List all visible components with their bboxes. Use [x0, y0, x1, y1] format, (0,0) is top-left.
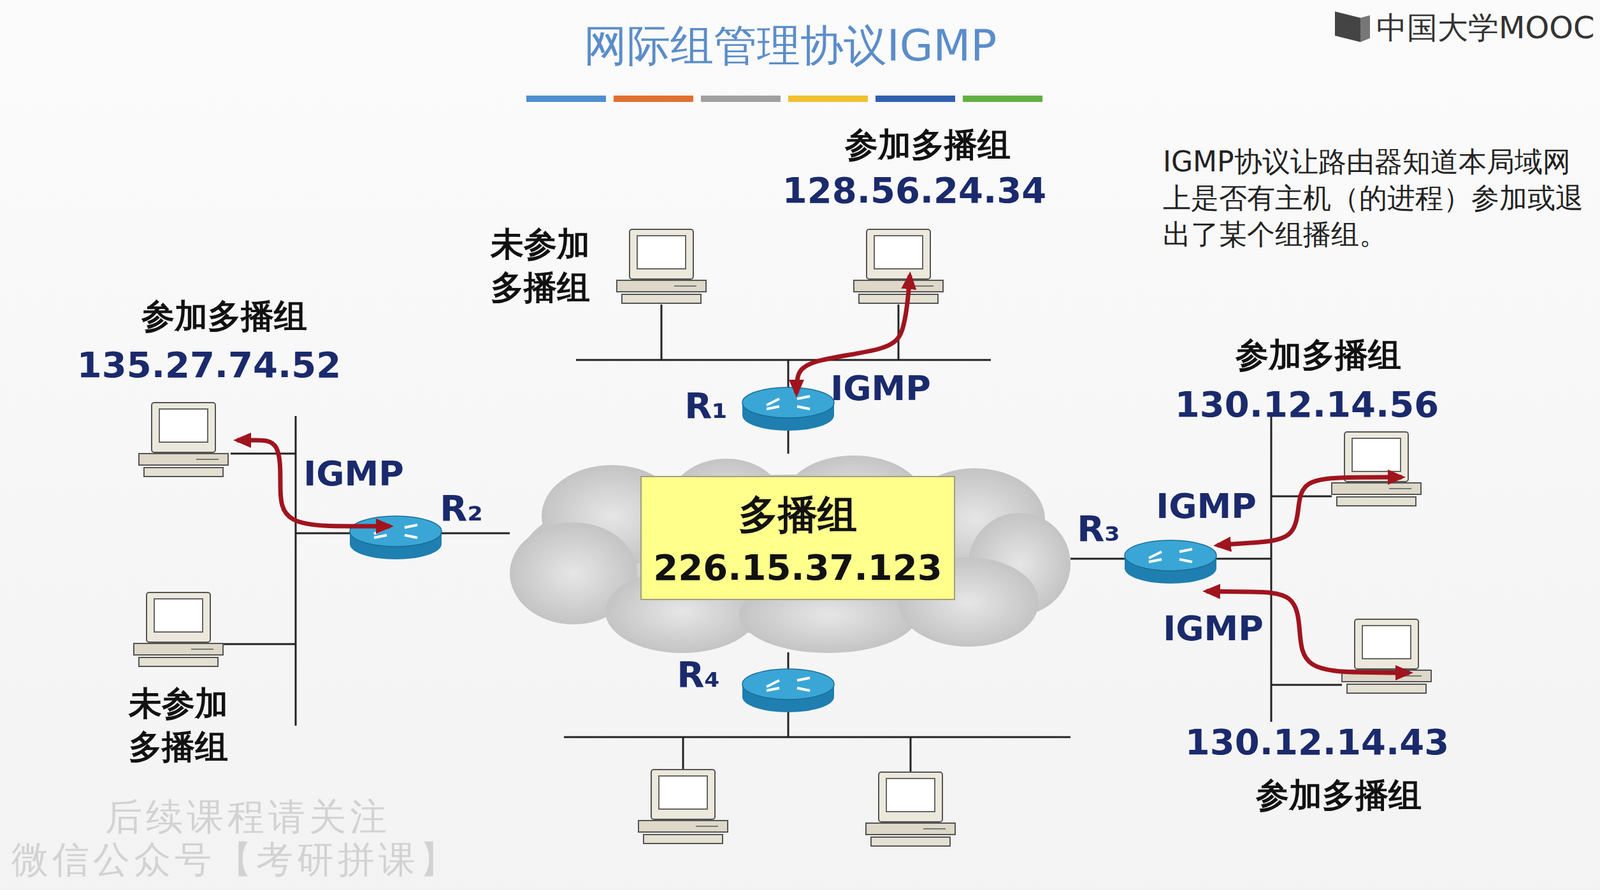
note: IGMP协议让路由器知道本局域网上是否有主机（的进程）参加或退出了某个组播组。	[1162, 143, 1597, 253]
wire	[682, 737, 685, 772]
ip-address: 130.12.14.56	[1174, 382, 1440, 426]
network-wires	[223, 304, 1342, 773]
title-bar	[788, 95, 868, 102]
computer-icon	[853, 229, 944, 304]
wire	[230, 453, 296, 455]
title-bar	[700, 95, 781, 102]
wire	[909, 737, 912, 773]
title-bars	[526, 95, 1043, 102]
protocol-label: IGMP	[1155, 486, 1257, 528]
title-bar	[526, 95, 606, 102]
group-heading: 多播组	[738, 488, 858, 542]
computer-icon	[638, 769, 728, 844]
router-name: R₃	[1076, 507, 1121, 550]
host-status: 参加多播组	[141, 296, 308, 336]
router-icon	[1124, 540, 1217, 584]
title-bar	[962, 95, 1043, 102]
logo-icon	[1334, 11, 1370, 43]
computer-icon	[1331, 432, 1421, 506]
wire	[295, 416, 297, 726]
title: 网际组管理协议IGMP	[583, 19, 997, 73]
computer-icon	[616, 229, 707, 304]
computer-icon	[133, 592, 224, 667]
igmp-arrows	[237, 275, 1410, 673]
ip-address: 128.56.24.34	[782, 168, 1047, 212]
logo-text: 中国大学MOOC	[1376, 9, 1595, 47]
title-bar	[613, 95, 694, 102]
watermark: 微信公众号【考研拼课】	[11, 837, 461, 883]
wire	[576, 359, 991, 362]
protocol-label: IGMP	[303, 453, 404, 496]
router-name: R₄	[676, 653, 721, 696]
multicast-cloud	[509, 455, 1071, 654]
multicast-group-box: 多播组226.15.37.123	[640, 475, 956, 601]
host-status: 未参加 多播组	[122, 682, 235, 769]
title-bar	[875, 95, 956, 102]
host-status: 参加多播组	[844, 124, 1011, 165]
router-icon	[349, 516, 442, 560]
wire	[1270, 416, 1273, 722]
router-name: R₁	[684, 384, 728, 427]
protocol-label: IGMP	[1162, 608, 1264, 650]
watermark: 后续课程请关注	[105, 795, 391, 840]
wire	[660, 304, 663, 361]
computer-icon	[1341, 619, 1432, 694]
ip-address: 135.27.74.52	[77, 343, 342, 387]
host-status: 参加多播组	[1255, 775, 1422, 815]
computer-icon	[138, 402, 229, 477]
host-status: 未参加 多播组	[484, 223, 597, 310]
protocol-label: IGMP	[830, 368, 931, 410]
wire	[563, 736, 1071, 739]
wire	[223, 643, 296, 646]
router-icon	[742, 669, 835, 713]
ip-address: 130.12.14.43	[1185, 720, 1450, 764]
router-name: R₂	[439, 486, 483, 530]
host-status: 参加多播组	[1235, 335, 1402, 375]
router-icon	[742, 387, 835, 431]
computer-icon	[865, 772, 956, 847]
group-address: 226.15.37.123	[653, 546, 942, 589]
wire	[1271, 684, 1342, 687]
